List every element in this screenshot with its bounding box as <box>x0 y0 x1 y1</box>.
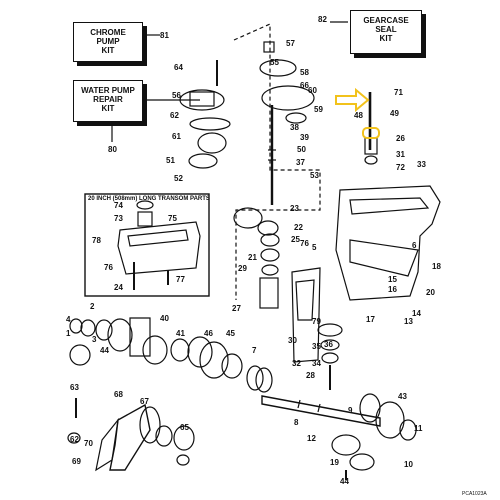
callout-71: 71 <box>394 88 403 97</box>
callout-27: 27 <box>232 304 241 313</box>
callout-32: 32 <box>292 359 301 368</box>
callout-78: 78 <box>92 236 101 245</box>
callout-44: 44 <box>100 346 109 355</box>
callout-20: 20 <box>426 288 435 297</box>
callout-80: 80 <box>108 145 117 154</box>
callout-67: 67 <box>140 397 149 406</box>
callout-40: 40 <box>160 314 169 323</box>
gearcase-seal-kit-line1: GEARCASE <box>363 16 409 25</box>
callout-76: 76 <box>300 239 309 248</box>
callout-46: 46 <box>204 329 213 338</box>
callout-45: 45 <box>226 329 235 338</box>
callout-36: 36 <box>324 340 333 349</box>
callout-39: 39 <box>300 133 309 142</box>
long-transom-inset-title: 20 INCH (508mm) LONG TRANSOM PARTS <box>88 196 210 202</box>
water-pump-repair-kit-box: WATER PUMP REPAIR KIT <box>73 80 143 122</box>
callout-77: 77 <box>176 275 185 284</box>
callout-4: 4 <box>66 315 71 324</box>
callout-38: 38 <box>290 123 299 132</box>
callout-25: 25 <box>291 235 300 244</box>
callout-75: 75 <box>168 214 177 223</box>
callout-82: 82 <box>318 15 327 24</box>
callout-43: 43 <box>398 392 407 401</box>
callout-34: 34 <box>312 359 321 368</box>
callout-64: 64 <box>174 63 183 72</box>
callout-7: 7 <box>252 346 257 355</box>
callout-51: 51 <box>166 156 175 165</box>
callout-81: 81 <box>160 31 169 40</box>
callout-29: 29 <box>238 264 247 273</box>
callout-22: 22 <box>294 223 303 232</box>
callout-74: 74 <box>114 201 123 210</box>
callout-68: 68 <box>114 390 123 399</box>
callout-14: 14 <box>412 309 421 318</box>
callout-35: 35 <box>312 342 321 351</box>
callout-65: 65 <box>180 423 189 432</box>
chrome-pump-kit-box: CHROME PUMP KIT <box>73 22 143 62</box>
callout-24: 24 <box>114 283 123 292</box>
callout-56: 56 <box>172 91 181 100</box>
water-pump-kit-line2: REPAIR <box>93 95 123 104</box>
callout-26: 26 <box>396 134 405 143</box>
callout-17: 17 <box>366 315 375 324</box>
callout-5: 5 <box>312 243 317 252</box>
callout-49: 49 <box>390 109 399 118</box>
callout-63: 63 <box>70 383 79 392</box>
callout-2: 2 <box>90 302 95 311</box>
callout-28: 28 <box>306 371 315 380</box>
callout-72: 72 <box>396 163 405 172</box>
callout-53: 53 <box>310 171 319 180</box>
callout-9: 9 <box>348 406 353 415</box>
callout-23: 23 <box>290 204 299 213</box>
callout-3: 3 <box>92 335 97 344</box>
callout-16: 16 <box>388 285 397 294</box>
chrome-pump-kit-line3: KIT <box>101 46 115 55</box>
callout-62: 62 <box>170 111 179 120</box>
chrome-pump-kit-line2: PUMP <box>96 37 120 46</box>
callout-76: 76 <box>104 263 113 272</box>
callout-73: 73 <box>114 214 123 223</box>
callout-59: 59 <box>314 105 323 114</box>
callout-62: 62 <box>70 435 79 444</box>
callout-52: 52 <box>174 174 183 183</box>
gearcase-seal-kit-line2: SEAL <box>375 25 397 34</box>
callout-33: 33 <box>417 160 426 169</box>
callout-60: 60 <box>308 86 317 95</box>
callout-10: 10 <box>404 460 413 469</box>
callout-15: 15 <box>388 275 397 284</box>
callout-8: 8 <box>294 418 299 427</box>
callout-44: 44 <box>340 477 349 486</box>
gearcase-seal-kit-box: GEARCASE SEAL KIT <box>350 10 422 54</box>
callout-18: 18 <box>432 262 441 271</box>
callout-12: 12 <box>307 434 316 443</box>
callout-79: 79 <box>312 317 321 326</box>
water-pump-kit-line1: WATER PUMP <box>81 86 135 95</box>
callout-30: 30 <box>288 336 297 345</box>
callout-37: 37 <box>296 158 305 167</box>
callout-48: 48 <box>354 111 363 120</box>
water-pump-kit-line3: KIT <box>101 104 115 113</box>
callout-55: 55 <box>270 58 279 67</box>
callout-61: 61 <box>172 132 181 141</box>
callout-50: 50 <box>297 145 306 154</box>
gearcase-seal-kit-line3: KIT <box>379 34 393 43</box>
callout-70: 70 <box>84 439 93 448</box>
callout-41: 41 <box>176 329 185 338</box>
callout-6: 6 <box>412 241 417 250</box>
callout-69: 69 <box>72 457 81 466</box>
highlight-arrow-icon <box>335 87 380 139</box>
chrome-pump-kit-line1: CHROME <box>90 28 126 37</box>
callout-58: 58 <box>300 68 309 77</box>
figure-code: PCA1023A <box>462 491 487 497</box>
callout-21: 21 <box>248 253 257 262</box>
callout-1: 1 <box>66 329 71 338</box>
callout-19: 19 <box>330 458 339 467</box>
callout-31: 31 <box>396 150 405 159</box>
callout-11: 11 <box>414 424 423 433</box>
callout-66: 66 <box>300 81 309 90</box>
callout-13: 13 <box>404 317 413 326</box>
callout-57: 57 <box>286 39 295 48</box>
